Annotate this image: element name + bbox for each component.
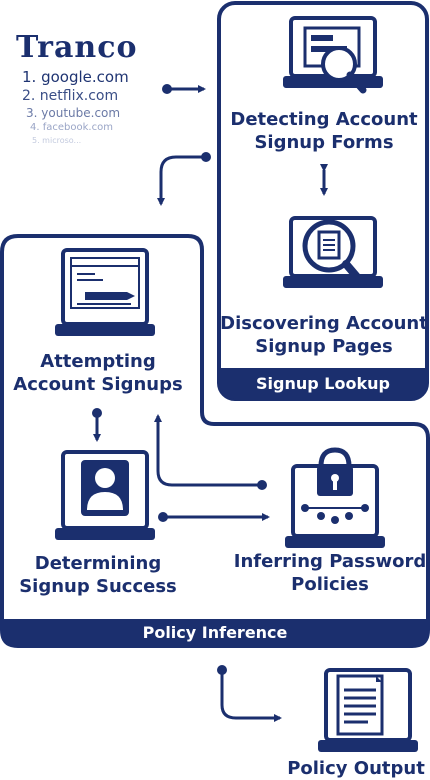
laptop-user-icon [55,450,155,540]
tranco-title: Tranco [16,30,138,65]
policy-inference-group [0,234,430,648]
stage-infer-label: Inferring Password Policies [233,551,427,595]
arrow-infer-to-attempt [154,414,267,490]
tranco-rank-4: 4. facebook.com [30,122,113,133]
stage-attempt-label: Attempting Account Signups [13,351,183,395]
arrow-tranco-to-detect [162,84,206,94]
laptop-code-icon [55,248,155,336]
arrow-attempt-to-determine [92,408,102,442]
group-inference-label: Policy Inference [142,623,288,642]
arrow-determine-to-infer [158,512,270,522]
arrow-inference-to-output [217,665,282,722]
arrow-lookup-to-attempt [157,152,211,206]
tranco-rank-3: 3. youtube.com [26,106,121,120]
laptop-report-icon [318,668,418,752]
laptop-form-icon [283,16,383,94]
laptop-lock-icon [285,447,385,548]
stage-detect-label: Detecting Account Signup Forms [230,109,418,153]
laptop-document-icon [283,216,383,288]
group-lookup-label: Signup Lookup [256,374,390,393]
tranco-rank-2: 2. netflix.com [22,88,119,104]
stage-output-label: Policy Output [287,758,425,779]
tranco-rank-5: 5. microso... [32,136,82,145]
stage-determine-label: Determining Signup Success [19,553,177,597]
stage-discover-label: Discovering Account Signup Pages [220,313,428,357]
signup-lookup-group [217,1,429,401]
tranco-rank-1: 1. google.com [22,68,129,86]
